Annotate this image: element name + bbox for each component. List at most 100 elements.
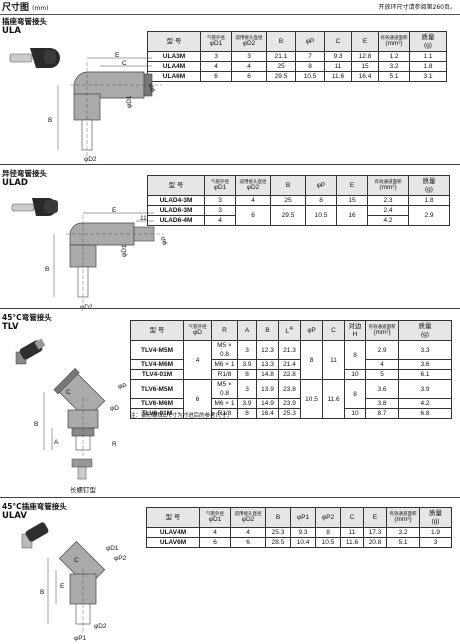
col-header: 有效通道面积(mm²) (367, 175, 409, 196)
col-header: φP (305, 175, 337, 196)
ulav-dimension-drawing: φD1 φP2 C B E φD2 φP1 (40, 540, 127, 642)
section-title: 45°C弯管接头 (2, 313, 52, 322)
col-header: φP (295, 31, 325, 52)
divider (0, 164, 460, 165)
header-note: 开放环尺寸请参阅第260页。 (378, 4, 456, 11)
dim-label-11: 11 (140, 215, 147, 222)
dim-label-b: B (45, 266, 49, 273)
col-header: B (270, 175, 306, 196)
dim-label-b: B (40, 589, 44, 596)
dim-label-p: φP (161, 236, 168, 245)
col-header: φP (300, 320, 323, 341)
dim-label-d2: φD2 (94, 623, 107, 630)
col-header: E (351, 31, 379, 52)
dim-label-c: C (122, 60, 127, 67)
section-title: 插座弯管接头 (2, 17, 47, 26)
ulav-product-image (21, 522, 49, 549)
col-header: L※ (278, 320, 301, 341)
dim-label-r: R (112, 441, 117, 448)
col-header: 质量(g) (408, 175, 450, 196)
dim-label-d1: φD1 (121, 244, 128, 257)
section-code: ULA (2, 26, 21, 36)
col-header: 型 号 (130, 320, 184, 341)
dim-label-d2: φD2 (80, 304, 93, 311)
dim-label-d: φD (110, 405, 119, 412)
col-header: 质量(g) (398, 320, 452, 341)
col-header: 有效通道面积(mm²) (378, 31, 410, 52)
dim-label-d1: φD1 (126, 95, 133, 108)
dim-label-e: E (112, 207, 117, 214)
divider (0, 308, 460, 309)
page-title: 尺寸图 (mm) (2, 3, 49, 13)
divider (0, 497, 460, 498)
tlv-long-screw-image (71, 458, 93, 480)
col-header: 型 号 (146, 507, 200, 528)
tlv-product-image (15, 338, 46, 365)
dim-label-a: A (54, 439, 59, 446)
col-header: R (211, 320, 238, 341)
dim-label-e: E (60, 583, 65, 590)
dim-label-p2: φP2 (114, 555, 127, 562)
col-header: φP2 (315, 507, 341, 528)
dim-label-d2: φD2 (84, 156, 97, 163)
dim-label-p1: φP1 (74, 635, 87, 642)
dim-label-c: C (74, 557, 79, 564)
dim-label-b: B (34, 421, 38, 428)
col-header: 质量(g) (419, 507, 452, 528)
col-header: A (237, 320, 257, 341)
ulad-product-image (11, 198, 58, 216)
col-header: B (266, 31, 296, 52)
col-header: 有效通道面积(mm²) (365, 320, 399, 341)
dim-label-d1: φD1 (106, 545, 119, 552)
tlv-footnote: 注：锥形螺纹L尺寸为拧进后的参考尺寸。 (130, 413, 233, 419)
col-header: 有效通道面积(mm²) (386, 507, 420, 528)
section-title: 45°C插座弯管接头 (2, 502, 67, 511)
dim-label-p: φP (118, 383, 127, 390)
section-code: TLV (2, 322, 19, 332)
section-title: 异径弯管接头 (2, 169, 47, 178)
col-header: E (336, 175, 368, 196)
section-code: ULAV (2, 511, 27, 521)
col-header: C (324, 31, 352, 52)
dim-label-p: φP (149, 83, 156, 92)
col-header: C (322, 320, 345, 341)
ula-dimension-drawing: E C B φP φD1 φD2 (48, 52, 162, 163)
col-header: E (363, 507, 387, 528)
dim-label-e: E (115, 52, 120, 59)
col-header: 型 号 (147, 31, 201, 52)
ula-product-image (9, 48, 60, 68)
col-header: 型 号 (147, 175, 205, 196)
dim-label-c: C (66, 389, 71, 396)
tlv-caption: 长螺钉型 (70, 486, 96, 494)
dim-label-b: B (48, 117, 52, 124)
col-header: φP1 (290, 507, 316, 528)
col-header: B (265, 507, 291, 528)
col-header: 质量(g) (409, 31, 447, 52)
ulad-dimension-drawing: E 11 B φP φD1 φD2 (45, 207, 168, 311)
